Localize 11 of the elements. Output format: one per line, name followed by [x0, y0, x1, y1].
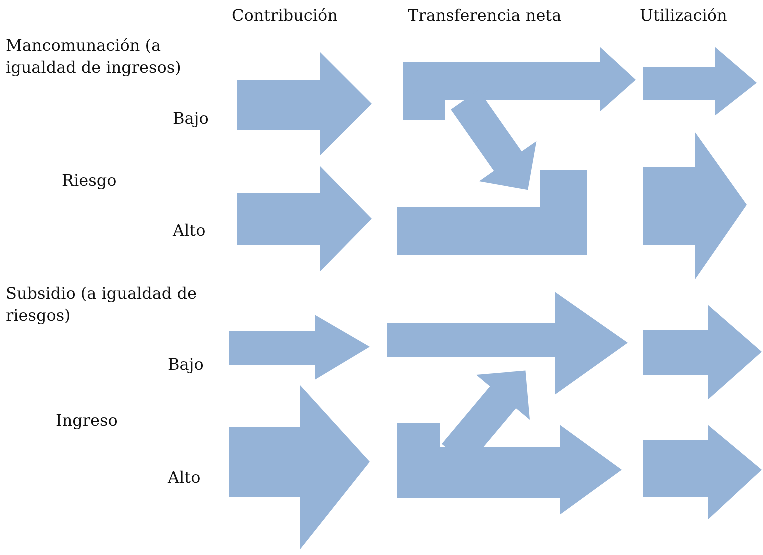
- column-heading: Transferencia neta: [408, 5, 562, 27]
- column-heading: Contribución: [232, 5, 338, 27]
- row-label: Alto: [173, 220, 206, 242]
- row-label: Alto: [168, 467, 201, 489]
- row-label: Ingreso: [56, 410, 118, 432]
- row-label: Bajo: [173, 108, 209, 130]
- group-heading: Mancomunación (a igualdad de ingresos): [6, 35, 182, 79]
- row-label: Bajo: [168, 354, 204, 376]
- row-label: Riesgo: [62, 170, 117, 192]
- column-heading: Utilización: [640, 5, 728, 27]
- group-heading: Subsidio (a igualdad de riesgos): [6, 283, 198, 327]
